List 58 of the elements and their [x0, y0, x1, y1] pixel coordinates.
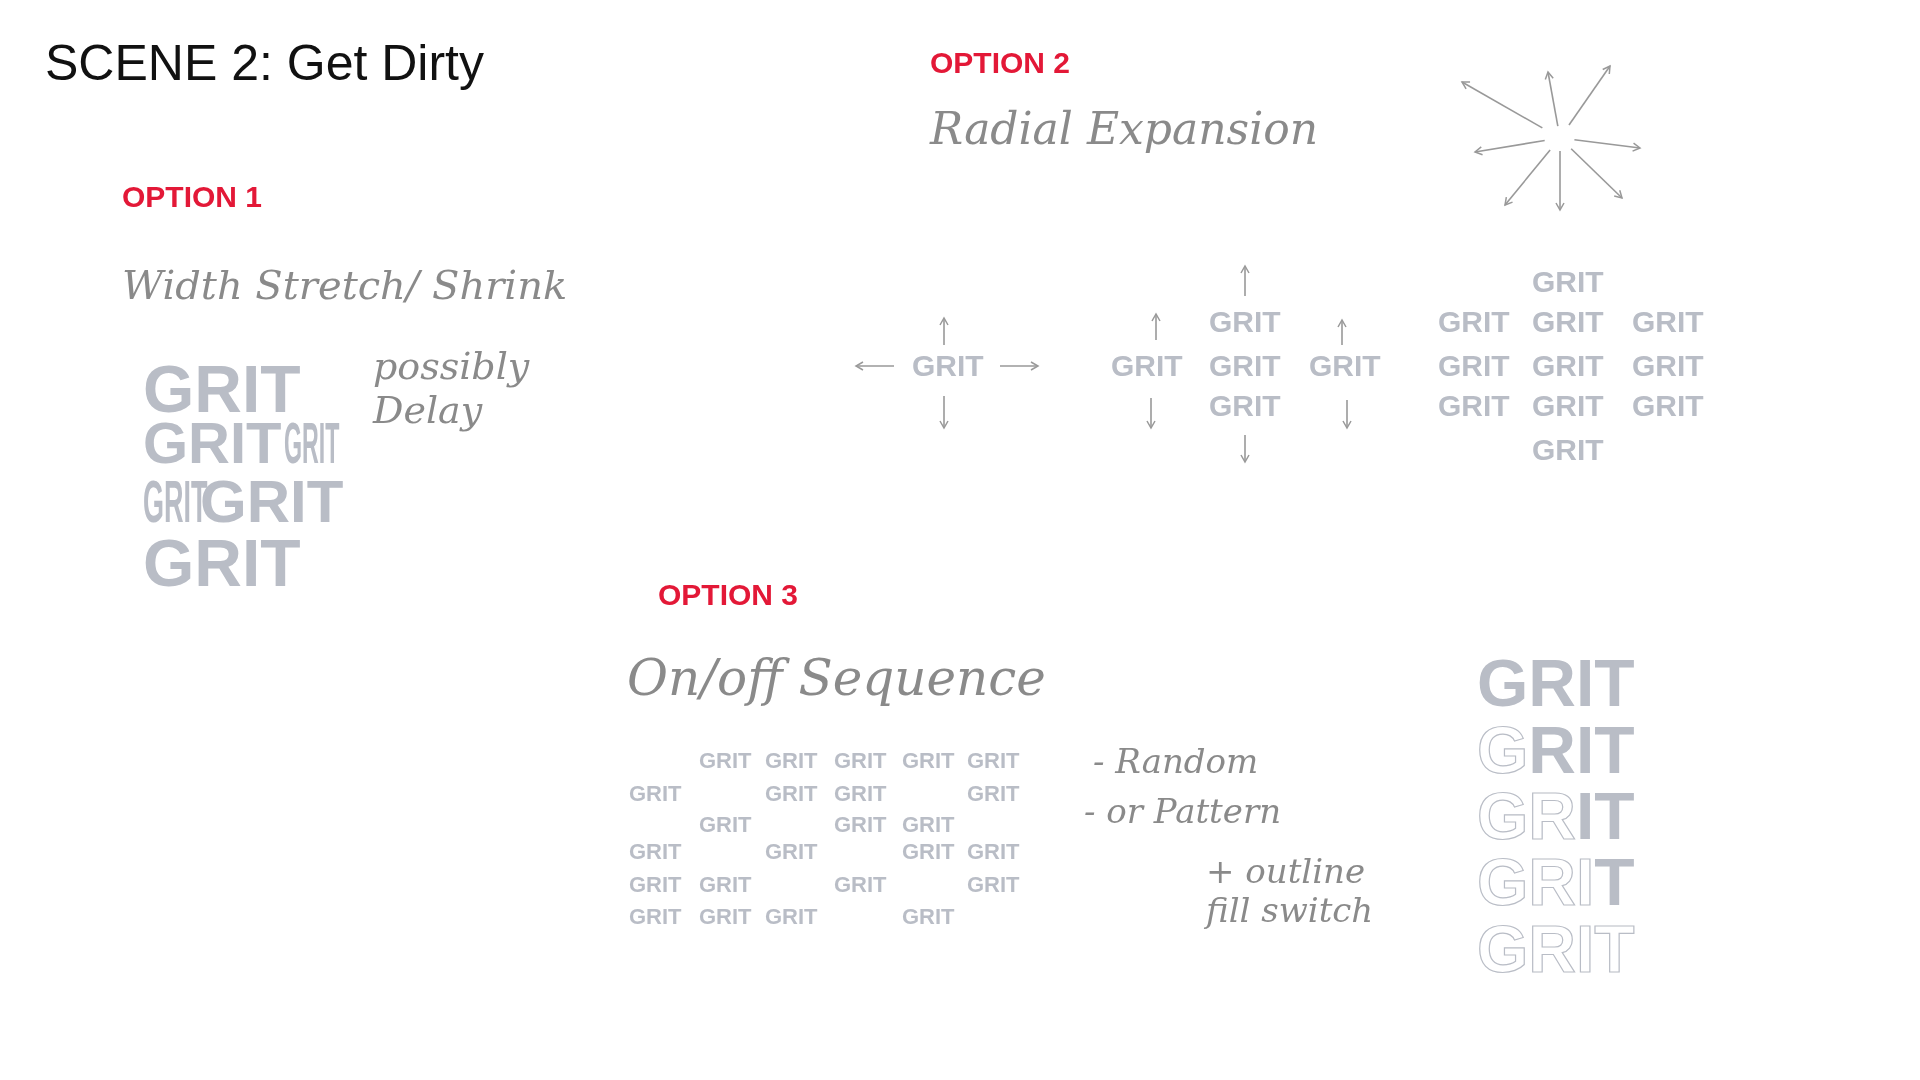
outline-grit-word: GRIT	[1477, 650, 1635, 716]
handwritten-note: possibly Delay	[373, 345, 531, 433]
grit-word: GRIT	[834, 874, 887, 896]
grit-word: GRIT	[1632, 391, 1704, 421]
grit-word: GRIT	[912, 351, 984, 381]
grit-word: GRIT	[1111, 351, 1183, 381]
grit-word: GRIT	[699, 874, 752, 896]
grit-word: GRIT	[629, 874, 682, 896]
grit-word: GRIT	[1438, 391, 1510, 421]
grit-word: GRIT	[1438, 307, 1510, 337]
grit-word: GRIT	[629, 906, 682, 928]
grit-word: GRIT	[1532, 351, 1604, 381]
grit-word: GRIT	[1632, 307, 1704, 337]
grit-word: GRIT	[699, 906, 752, 928]
grit-word: GRIT	[765, 783, 818, 805]
option-heading: OPTION 2	[930, 48, 1071, 78]
grit-word: GRIT	[1209, 391, 1281, 421]
handwritten-note: - Random	[1093, 742, 1259, 782]
handwritten-note: On/off Sequence	[627, 650, 1046, 708]
grit-word: GRIT	[967, 783, 1020, 805]
grit-word: GRIT	[1532, 391, 1604, 421]
grit-word: GRIT	[765, 750, 818, 772]
grit-word: GRIT	[1209, 307, 1281, 337]
grit-word: GRIT	[902, 814, 955, 836]
grit-word: GRIT	[834, 750, 887, 772]
scene-title: SCENE 2: Get Dirty	[45, 38, 484, 88]
handwritten-note: + outline fill switch	[1206, 852, 1375, 931]
grit-word: GRIT	[1532, 307, 1604, 337]
grit-word: GRIT	[699, 814, 752, 836]
handwritten-note: Radial Expansion	[930, 104, 1319, 155]
outline-grit-word: GRIT	[1477, 783, 1635, 849]
grit-word: GRIT	[967, 874, 1020, 896]
grit-word: GRIT	[1309, 351, 1381, 381]
grit-word: GRIT	[967, 841, 1020, 863]
grit-word: GRIT	[765, 906, 818, 928]
handwritten-note: Width Stretch/ Shrink	[122, 262, 568, 308]
grit-word: GRIT	[1209, 351, 1281, 381]
grit-word: GRIT	[1632, 351, 1704, 381]
option-heading: OPTION 3	[658, 580, 799, 610]
grit-word: GRIT	[1532, 267, 1604, 297]
grit-word: GRIT	[967, 750, 1020, 772]
handwritten-note: - or Pattern	[1084, 792, 1282, 832]
grit-word: GRIT	[834, 783, 887, 805]
grit-word: GRIT	[629, 783, 682, 805]
grit-word: GRIT	[834, 814, 887, 836]
grit-word: GRIT	[699, 750, 752, 772]
option-heading: OPTION 1	[122, 182, 263, 212]
outline-grit-word: GRIT	[1477, 717, 1635, 783]
grit-word: GRIT	[902, 841, 955, 863]
grit-word: GRIT	[902, 750, 955, 772]
grit-word: GRIT	[1532, 435, 1604, 465]
grit-word: GRIT	[1438, 351, 1510, 381]
outline-grit-word: GRIT	[1477, 916, 1635, 982]
outline-grit-word: GRIT	[1477, 849, 1635, 915]
grit-word: GRIT	[143, 530, 301, 596]
grit-word: GRIT	[902, 906, 955, 928]
grit-word: GRIT	[629, 841, 682, 863]
grit-word: GRIT	[765, 841, 818, 863]
